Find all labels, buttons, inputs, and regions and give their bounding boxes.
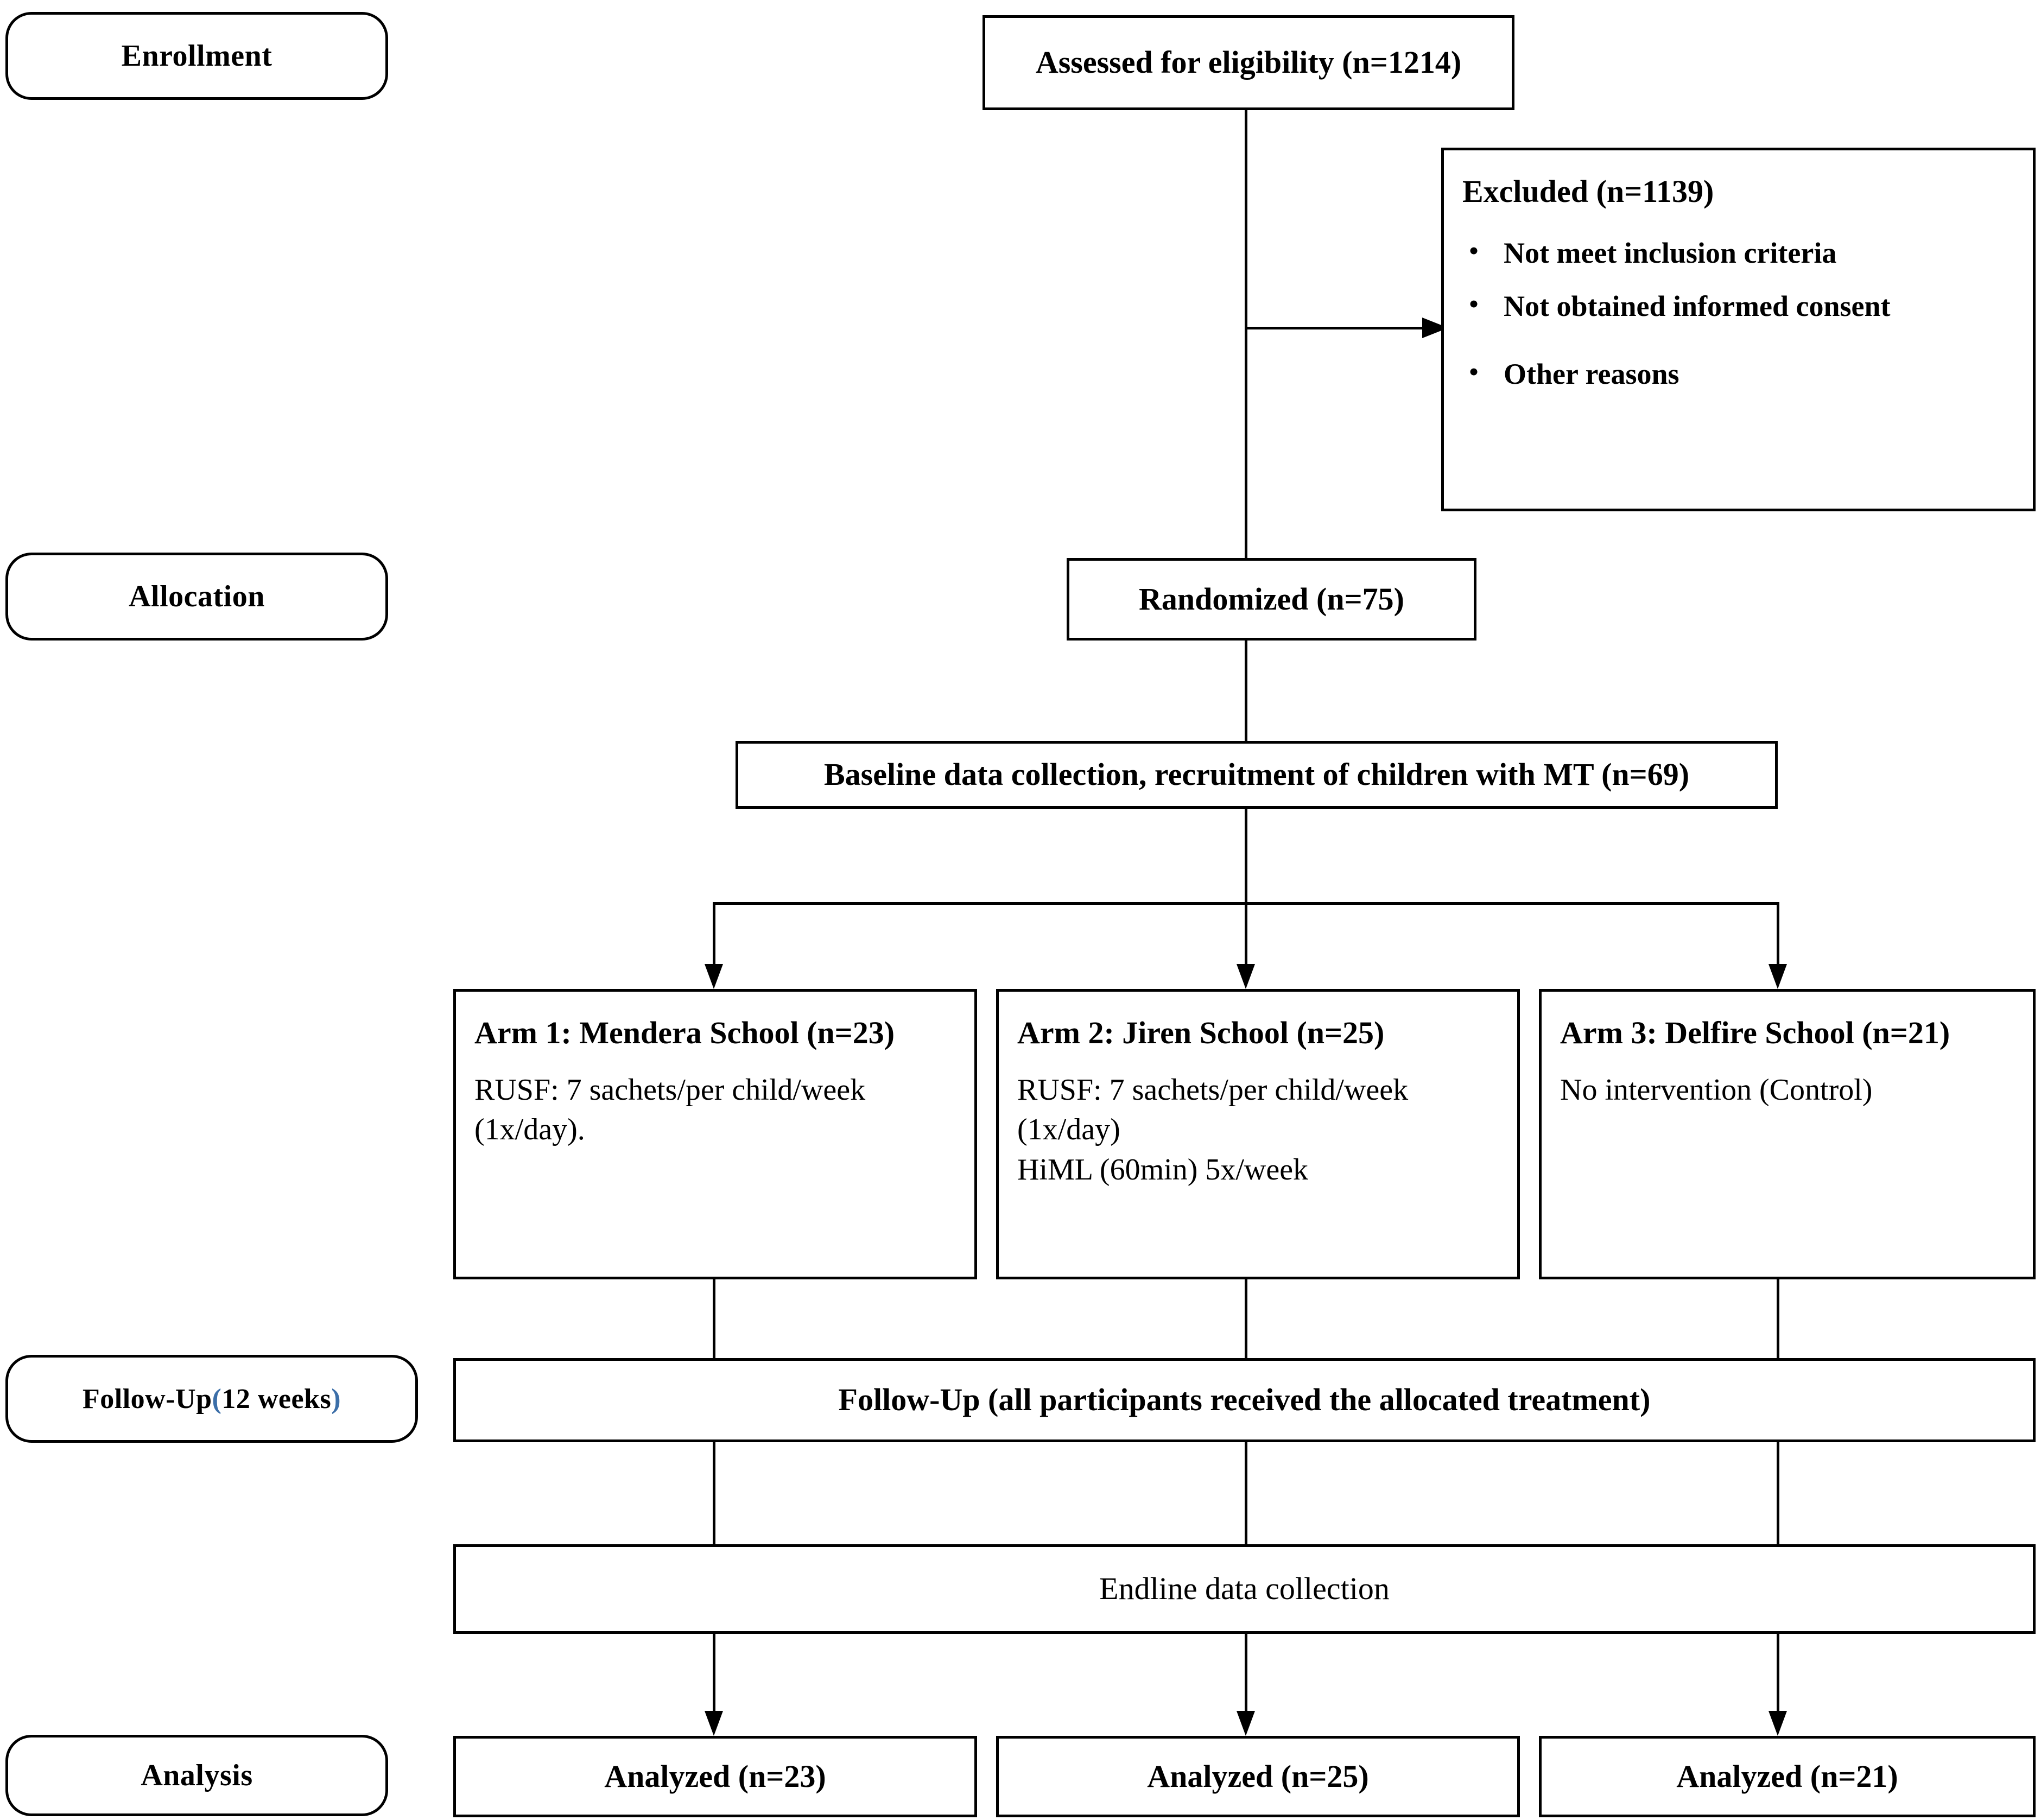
node-arm-2: Arm 2: Jiren School (n=25) RUSF: 7 sache… <box>996 989 1520 1279</box>
node-randomized-text: Randomized (n=75) <box>1138 581 1404 617</box>
node-followup-bar: Follow-Up (all participants received the… <box>453 1358 2036 1442</box>
stage-label-enrollment-text: Enrollment <box>121 39 272 73</box>
arrow-to-arm2-icon <box>1237 964 1255 989</box>
stage-label-followup-paren-open: ( <box>212 1383 222 1415</box>
node-arm-1: Arm 1: Mendera School (n=23) RUSF: 7 sac… <box>453 989 977 1279</box>
node-baseline-data-collection: Baseline data collection, recruitment of… <box>736 741 1778 809</box>
bullet-icon: • <box>1469 358 1479 387</box>
connector-arm1-to-followup <box>713 1279 715 1359</box>
connector-randomized-to-baseline <box>1245 641 1247 741</box>
arm-2-detail-line: (1x/day) <box>1017 1113 1120 1147</box>
stage-label-enrollment: Enrollment <box>5 12 388 100</box>
node-endline-bar: Endline data collection <box>453 1544 2036 1634</box>
node-analyzed-arm-2-text: Analyzed (n=25) <box>1147 1758 1369 1794</box>
node-analyzed-arm-3: Analyzed (n=21) <box>1539 1736 2036 1817</box>
stage-label-analysis: Analysis <box>5 1735 388 1816</box>
bullet-icon: • <box>1469 236 1479 265</box>
stage-label-followup: Follow-Up (12 weeks) <box>5 1355 418 1443</box>
arm-2-detail-line: RUSF: 7 sachets/per child/week <box>1017 1073 1409 1107</box>
node-endline-bar-text: Endline data collection <box>1099 1571 1390 1607</box>
connector-bus-to-arm2 <box>1245 902 1247 967</box>
connector-arm3-to-followup <box>1777 1279 1779 1359</box>
stage-label-allocation-text: Allocation <box>129 580 265 613</box>
connector-followup-to-endline-1 <box>713 1442 715 1545</box>
node-followup-bar-text: Follow-Up (all participants received the… <box>838 1382 1651 1418</box>
node-randomized: Randomized (n=75) <box>1067 558 1476 641</box>
connector-bus-to-arm3 <box>1777 902 1779 967</box>
excluded-reason-item: • Other reasons <box>1444 357 2033 392</box>
excluded-reason-text: Other reasons <box>1504 358 1679 391</box>
arrow-to-analyzed-3-icon <box>1769 1711 1787 1736</box>
connector-assessed-to-excluded <box>1245 327 1424 329</box>
node-assessed-for-eligibility: Assessed for eligibility (n=1214) <box>983 15 1514 110</box>
node-analyzed-arm-2: Analyzed (n=25) <box>996 1736 1520 1817</box>
arm-1-title: Arm 1: Mendera School (n=23) <box>474 1015 895 1050</box>
connector-bus-to-arm1 <box>713 902 715 967</box>
connector-followup-to-endline-3 <box>1777 1442 1779 1545</box>
node-assessed-text: Assessed for eligibility (n=1214) <box>1035 45 1462 80</box>
arm-2-detail-line: HiML (60min) 5x/week <box>1017 1153 1309 1187</box>
excluded-reason-item: • Not meet inclusion criteria <box>1444 236 2033 271</box>
arm-3-detail-line: No intervention (Control) <box>1560 1073 1873 1107</box>
stage-label-followup-paren-text: 12 weeks <box>221 1383 332 1415</box>
stage-label-allocation: Allocation <box>5 553 388 641</box>
arrow-to-arm1-icon <box>705 964 723 989</box>
arrow-to-arm3-icon <box>1769 964 1787 989</box>
arm-2-title: Arm 2: Jiren School (n=25) <box>1017 1015 1385 1050</box>
node-analyzed-arm-3-text: Analyzed (n=21) <box>1676 1758 1898 1794</box>
node-excluded: Excluded (n=1139) • Not meet inclusion c… <box>1441 148 2036 511</box>
connector-followup-to-endline-2 <box>1245 1442 1247 1545</box>
connector-endline-to-analyzed-1 <box>713 1634 715 1732</box>
stage-label-followup-main: Follow-Up <box>82 1383 212 1415</box>
node-arm-3: Arm 3: Delfire School (n=21) No interven… <box>1539 989 2036 1279</box>
connector-assessed-to-randomized <box>1245 110 1247 558</box>
arrow-to-analyzed-2-icon <box>1237 1711 1255 1736</box>
connector-endline-to-analyzed-2 <box>1245 1634 1247 1732</box>
connector-baseline-stem <box>1245 809 1247 904</box>
arrow-to-analyzed-1-icon <box>705 1711 723 1736</box>
arm-1-detail-line: RUSF: 7 sachets/per child/week <box>474 1073 866 1107</box>
connector-arm2-to-followup <box>1245 1279 1247 1359</box>
stage-label-followup-paren-close: ) <box>331 1383 341 1415</box>
stage-label-analysis-text: Analysis <box>141 1759 253 1792</box>
excluded-reason-text: Not meet inclusion criteria <box>1504 236 1837 269</box>
excluded-reason-item: • Not obtained informed consent <box>1444 289 2033 324</box>
connector-endline-to-analyzed-3 <box>1777 1634 1779 1732</box>
bullet-icon: • <box>1469 290 1479 319</box>
node-baseline-text: Baseline data collection, recruitment of… <box>823 757 1690 792</box>
excluded-reason-text: Not obtained informed consent <box>1504 290 1891 323</box>
node-analyzed-arm-1: Analyzed (n=23) <box>453 1736 977 1817</box>
node-analyzed-arm-1-text: Analyzed (n=23) <box>604 1758 826 1794</box>
arm-1-detail-line: (1x/day). <box>474 1113 585 1147</box>
node-excluded-title: Excluded (n=1139) <box>1462 174 1714 209</box>
arm-3-title: Arm 3: Delfire School (n=21) <box>1560 1015 1950 1050</box>
